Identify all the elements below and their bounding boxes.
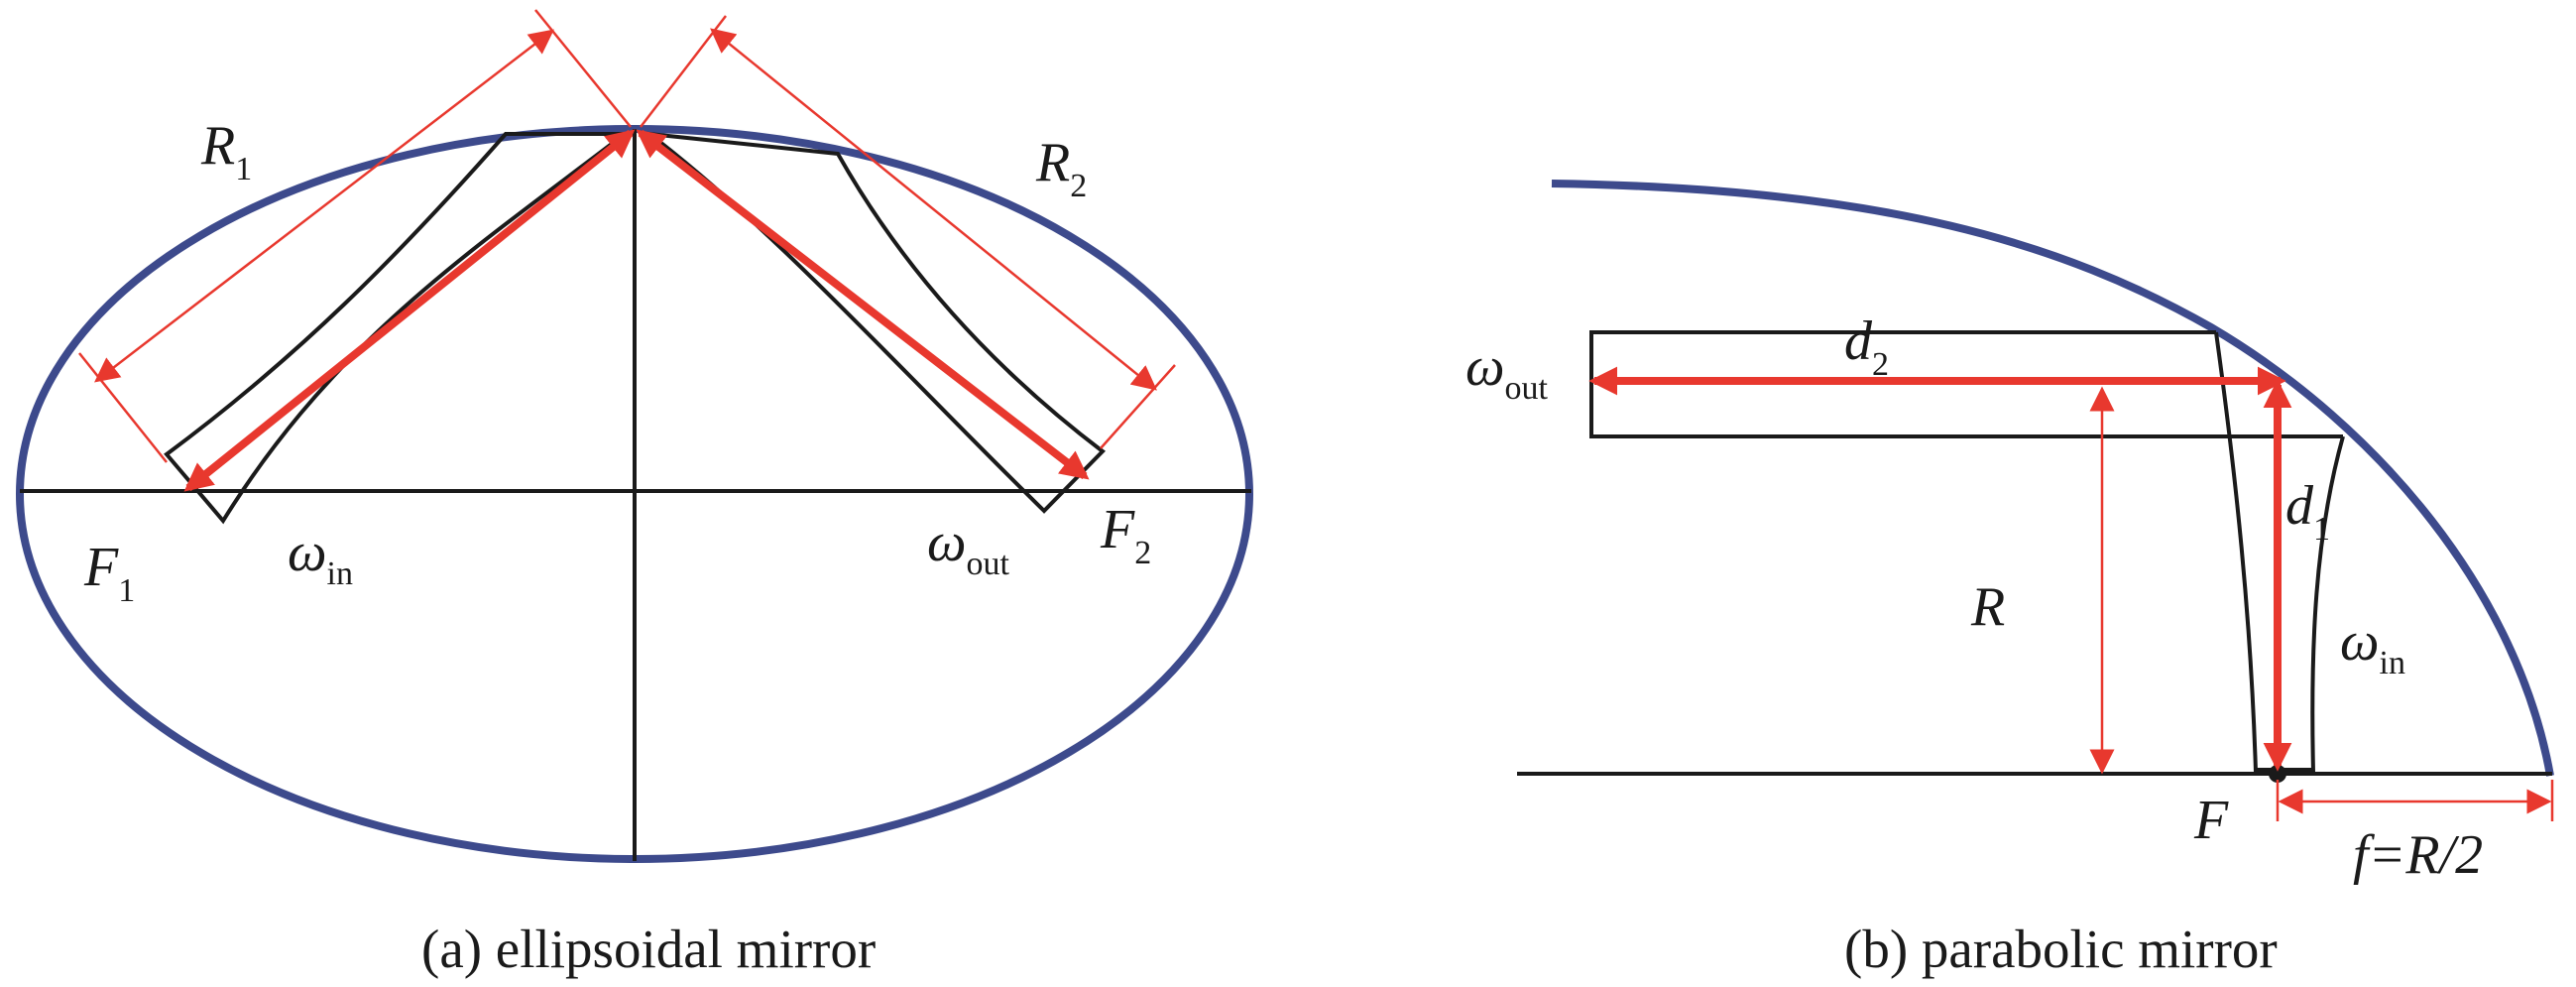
ray-apex-to-f2: [636, 129, 1090, 480]
label-r2: R2: [1035, 132, 1087, 204]
r1-dimension-line: [94, 29, 554, 383]
r1-extension-left: [78, 352, 168, 463]
label-omega-in: ωin: [2340, 611, 2405, 681]
label-f: F: [2193, 790, 2229, 851]
r2-dimension-line: [710, 28, 1157, 391]
caption-b: (b) parabolic mirror: [1844, 919, 2278, 979]
label-omega-in: ωin: [288, 522, 353, 592]
panel-b-parabolic: ωout d2 d1 R ωin F f=R/2 (b) parabolic m…: [1465, 180, 2554, 979]
r2-extension-left: [640, 15, 727, 128]
label-focal-length: f=R/2: [2353, 824, 2483, 886]
parabolic-mirror-curve: [1551, 180, 2554, 777]
label-omega-out: ωout: [1465, 336, 1549, 407]
label-r1: R1: [200, 115, 252, 187]
label-d2: d2: [1844, 310, 1889, 383]
caption-a: (a) ellipsoidal mirror: [421, 919, 876, 979]
r2-extension-right: [1100, 364, 1176, 449]
ray-f1-to-apex: [183, 129, 636, 492]
r1-extension-right: [534, 9, 632, 128]
label-f2: F2: [1100, 499, 1151, 571]
label-omega-out: ωout: [927, 512, 1010, 582]
panel-a-ellipsoidal: R1 R2 F1 F2 ωin ωout (a) ellipsoidal mir…: [16, 9, 1253, 979]
label-r: R: [1970, 576, 2005, 638]
label-f1: F1: [83, 537, 135, 609]
label-d1: d1: [2285, 475, 2330, 548]
